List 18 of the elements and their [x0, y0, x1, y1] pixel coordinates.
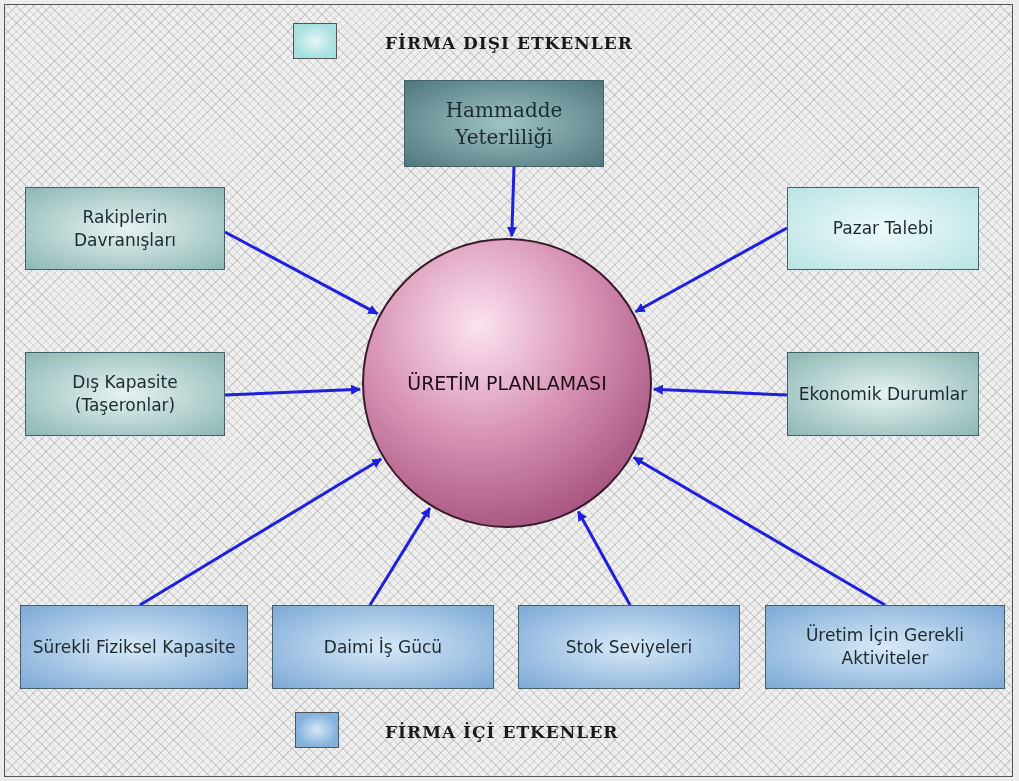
factor-box: Ekonomik Durumlar [787, 352, 979, 436]
arrow [652, 384, 788, 397]
legend-label: FİRMA İÇİ ETKENLER [385, 722, 619, 742]
arrow [634, 226, 788, 314]
factor-box: Pazar Talebi [787, 187, 979, 270]
arrow [139, 457, 383, 607]
factor-box: Sürekli Fiziksel Kapasite [20, 605, 248, 689]
arrow [224, 230, 379, 315]
arrow [224, 384, 362, 397]
legend-label: FİRMA DIŞI ETKENLER [385, 33, 633, 53]
factor-box: Stok Seviyeleri [518, 605, 740, 689]
factor-box: Dış Kapasite (Taşeronlar) [25, 352, 225, 436]
factor-box: Hammadde Yeterliliği [404, 80, 604, 167]
factor-box: Daimi İş Gücü [272, 605, 494, 689]
factor-box: Üretim İçin Gerekli Aktiviteler [765, 605, 1005, 689]
factor-box: Rakiplerin Davranışları [25, 187, 225, 270]
arrow [632, 456, 886, 607]
arrow [507, 166, 518, 238]
